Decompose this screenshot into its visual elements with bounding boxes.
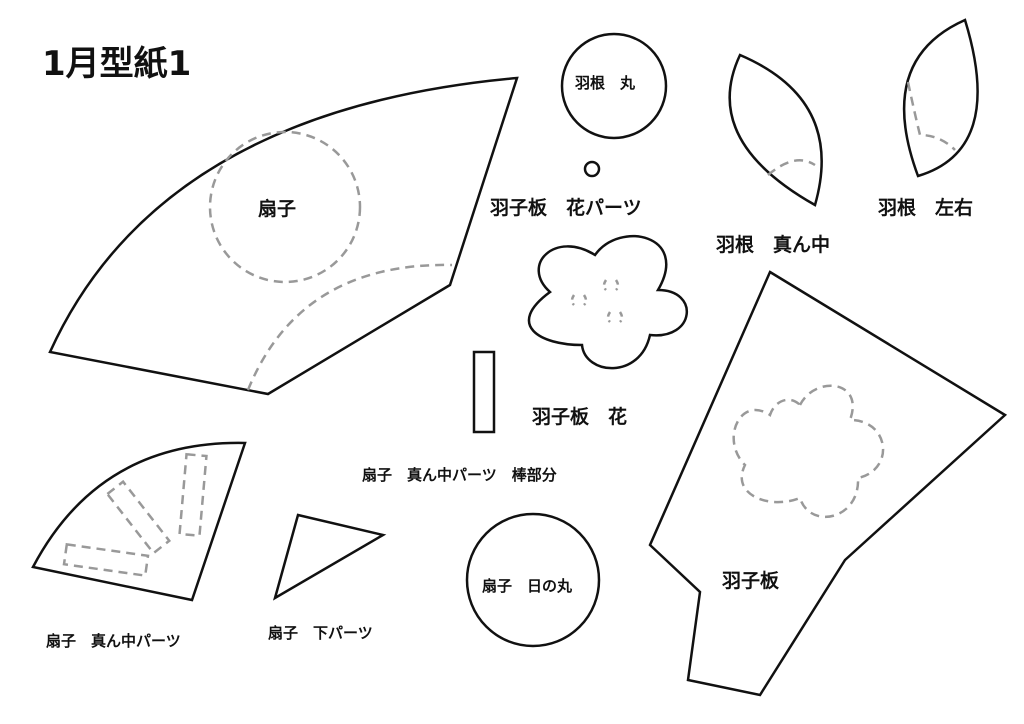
- stick-rect: [472, 350, 496, 434]
- small-fan-dashed-3: [62, 542, 150, 578]
- label-sensu-bou: 扇子 真ん中パーツ 棒部分: [362, 466, 557, 484]
- triangle-outline: [272, 513, 387, 601]
- label-hane-sayu: 羽根 左右: [878, 197, 974, 219]
- fan-outline: [48, 76, 519, 396]
- feather-middle-outline: [728, 53, 823, 207]
- small-fan-outline: [31, 441, 247, 602]
- flower-parts-circle: [583, 160, 601, 178]
- label-hagoita-hana: 羽子板 花: [532, 406, 628, 428]
- label-hagoita-hana-parts: 羽子板 花パーツ: [490, 197, 642, 219]
- label-hagoita: 羽子板: [722, 570, 780, 592]
- label-hane-mannaka: 羽根 真ん中: [716, 234, 831, 256]
- feather-ball-circle: [560, 32, 668, 140]
- label-sensu-shita: 扇子 下パーツ: [268, 624, 373, 642]
- fan-dashed-circle: [208, 130, 362, 284]
- label-sensu-hinomaru: 扇子 日の丸: [482, 577, 573, 595]
- feather-side-dashed: [906, 81, 956, 151]
- hagoita-dashed-flower: [732, 384, 885, 519]
- small-fan-dashed-1: [178, 452, 208, 538]
- label-hane-maru: 羽根 丸: [575, 74, 636, 92]
- hagoita-outline: [648, 270, 1008, 697]
- small-fan-dashed-2: [105, 479, 172, 555]
- flower-dashed-marks: [570, 279, 624, 323]
- label-sensu: 扇子: [258, 198, 297, 220]
- hinomaru-circle: [465, 512, 601, 648]
- label-sensu-mannaka: 扇子 真ん中パーツ: [46, 632, 181, 650]
- flower-outline: [527, 234, 688, 370]
- feather-middle-dashed: [767, 159, 816, 176]
- page-title: 1月型紙1: [42, 44, 192, 84]
- feather-side-outline: [902, 18, 979, 178]
- fan-dashed-arc: [246, 263, 453, 391]
